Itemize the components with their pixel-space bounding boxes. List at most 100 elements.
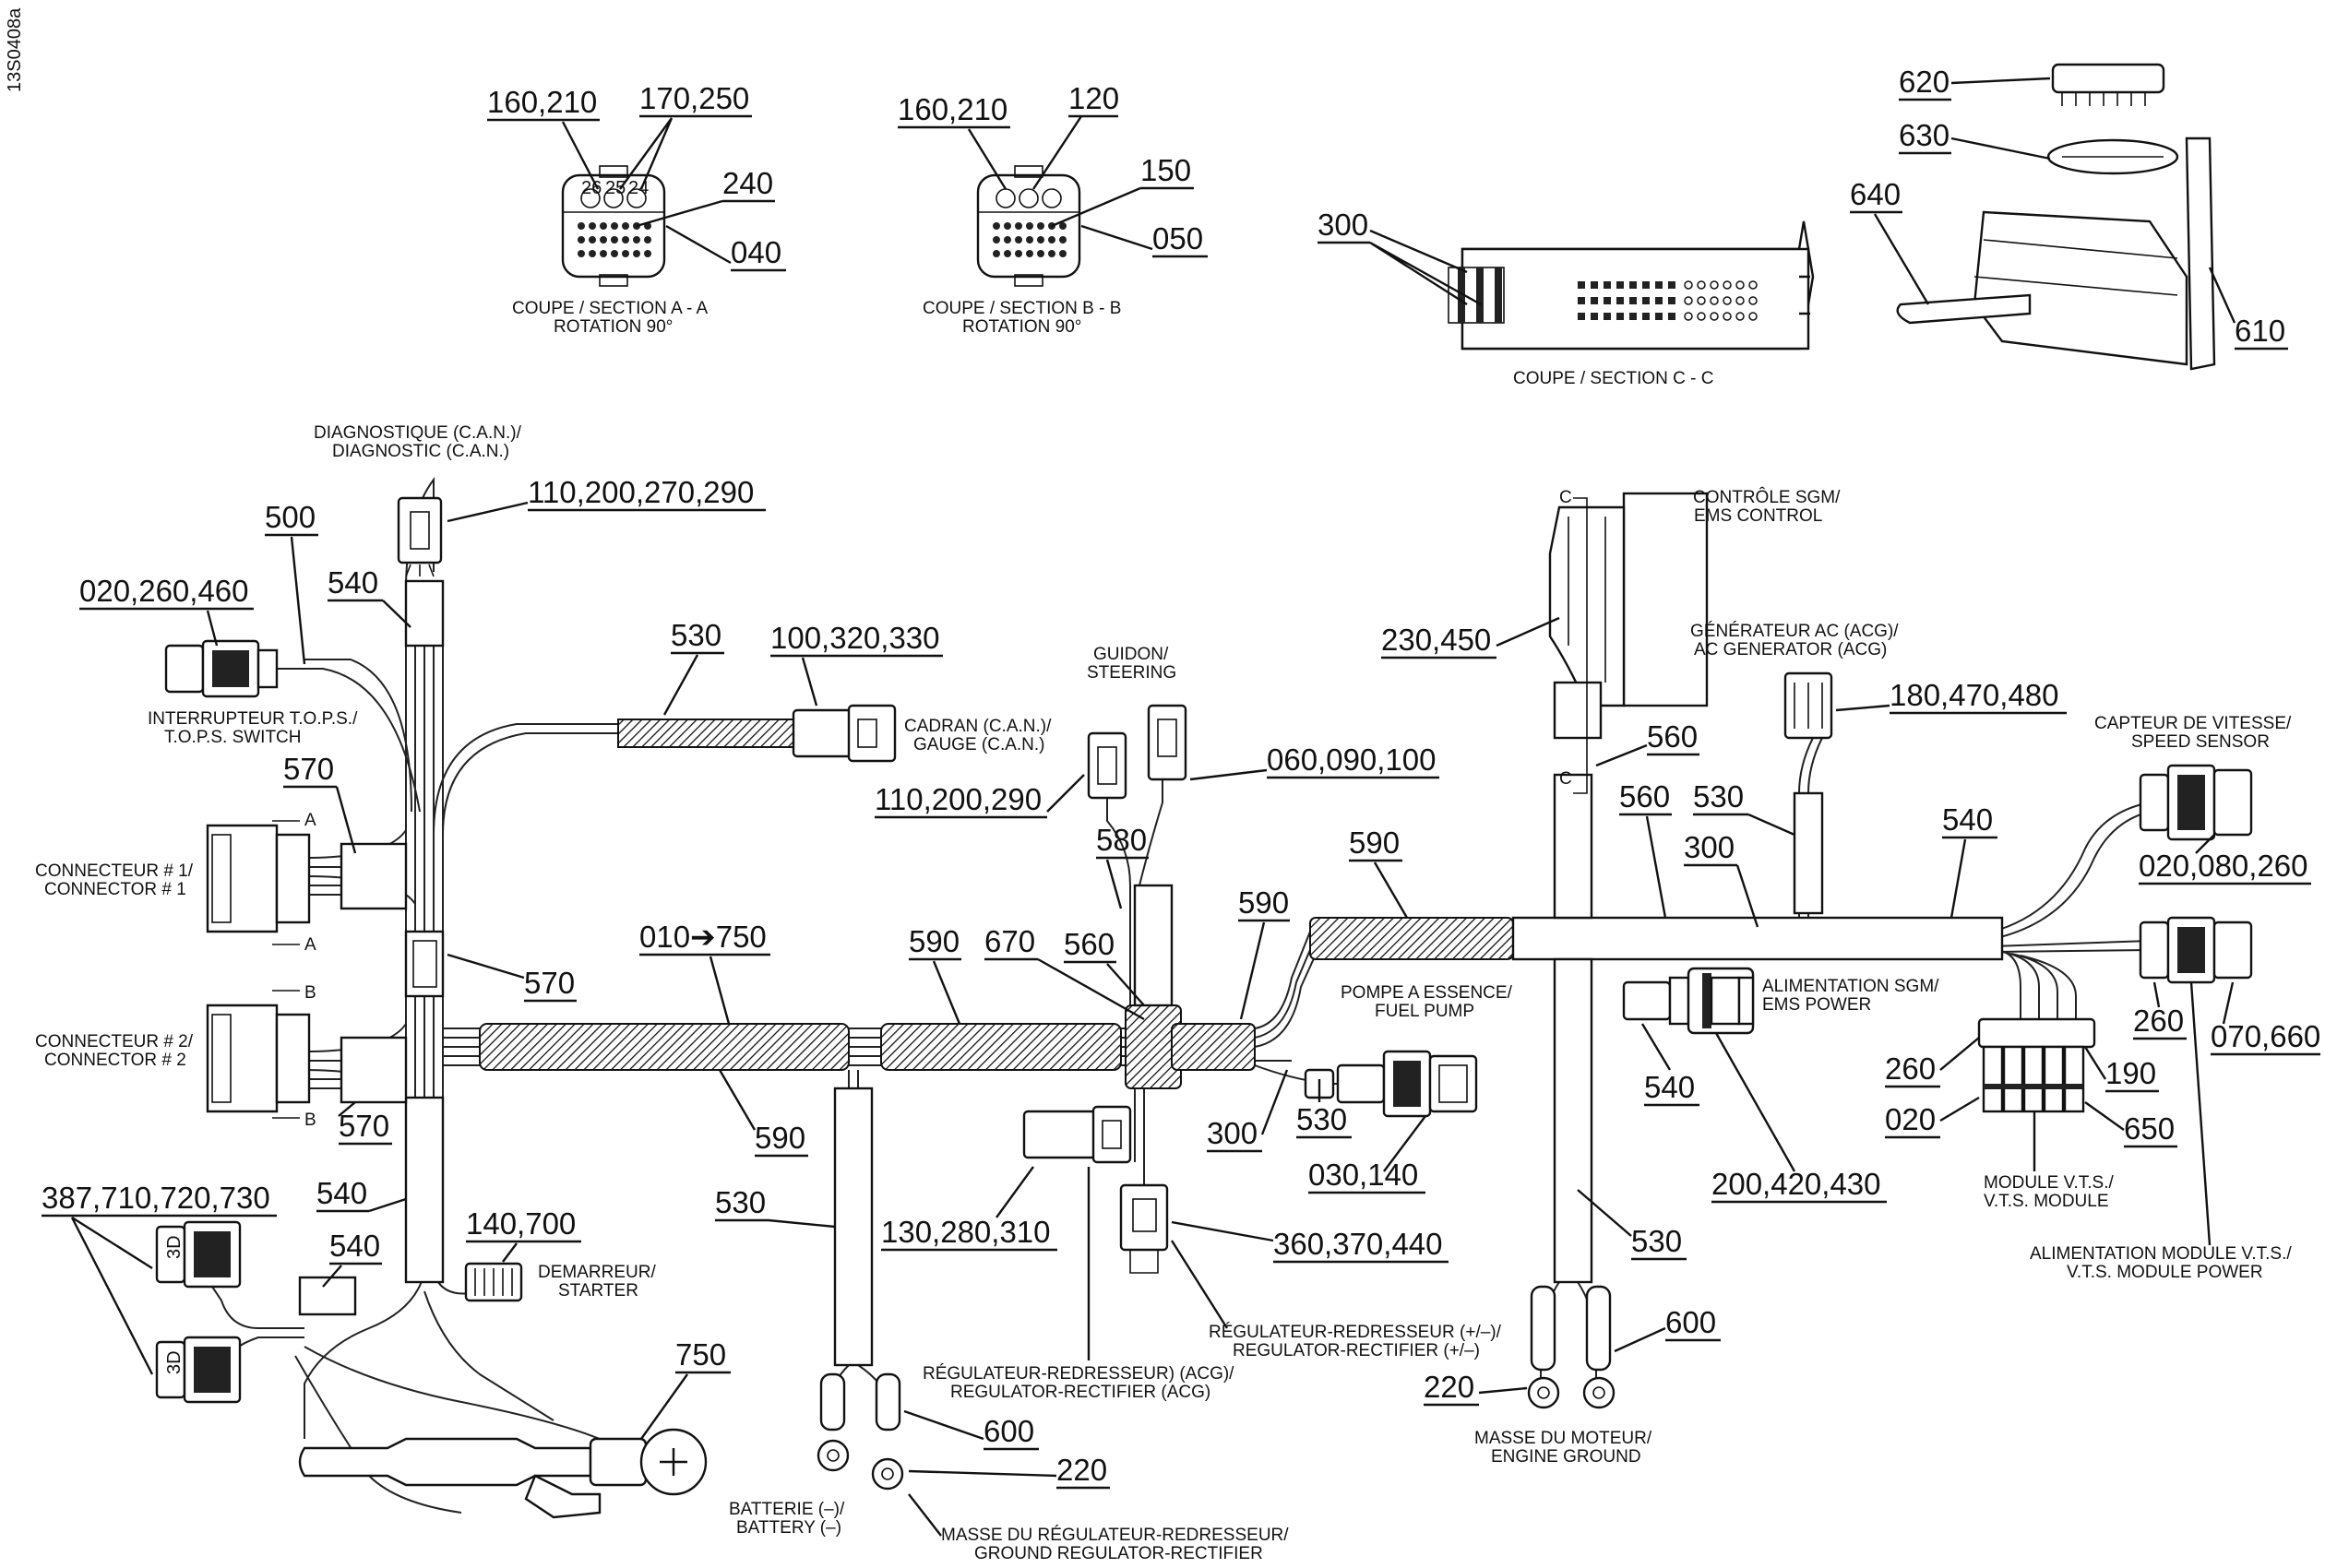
fuel-pump-label: POMPE A ESSENCE/ [1341, 983, 1513, 1003]
connector-letter-c: C [1559, 488, 1572, 507]
connector-letter-b: B [304, 983, 316, 1003]
callout-100-320-330: 100,320,330 [770, 621, 940, 655]
ecm-connector-parts [1896, 63, 2216, 371]
harness-sleeve [340, 842, 408, 910]
callout-540-c: 540 [329, 1229, 380, 1263]
callout-110-200-270-290: 110,200,270,290 [528, 475, 754, 509]
section-b-detail [976, 165, 1081, 287]
steering-label: GUIDON/ [1093, 645, 1169, 664]
ac-generator-connector [1783, 671, 1833, 740]
callout-300-a: 300 [1318, 208, 1368, 242]
callout-180-470-480: 180,470,480 [1890, 678, 2059, 712]
section-a-title: COUPE / SECTION A - A [512, 299, 709, 318]
callout-120: 120 [1068, 81, 1119, 115]
starter-cable [298, 1428, 708, 1519]
gauge-label: GAUGE (C.A.N.) [913, 735, 1045, 754]
plug-mark: 3D [164, 1350, 185, 1374]
callout-010-750: 010➔750 [639, 920, 767, 954]
ems-control-label: CONTRÔLE SGM/ [1693, 487, 1841, 507]
connector-2 [206, 1004, 311, 1113]
callout-020-260-460: 020,260,460 [79, 574, 249, 608]
connector-2-label: CONNECTEUR # 2/ [35, 1032, 194, 1051]
harness-sleeve [1133, 884, 1174, 1007]
gauge-connector [792, 704, 897, 763]
section-c-title: COUPE / SECTION C - C [1513, 369, 1713, 388]
regulator-acg-label: RÉGULATEUR-REDRESSEUR) (ACG)/ [923, 1364, 1234, 1384]
harness-sleeve [1511, 916, 2004, 961]
section-b-title: COUPE / SECTION B - B [923, 299, 1121, 318]
vts-power-label: V.T.S. MODULE POWER [2067, 1263, 2263, 1282]
harness-sleeve [340, 1036, 408, 1104]
fuel-pump-connector [1304, 1050, 1478, 1118]
callout-260-b: 260 [1885, 1051, 1936, 1086]
plug-mark: 3D [164, 1235, 185, 1259]
harness-sleeve [833, 1087, 874, 1367]
callout-300-b: 300 [1207, 1116, 1258, 1150]
regulator-pm-label: REGULATOR-RECTIFIER (+/–) [1233, 1341, 1480, 1360]
relay-plugs: 3D 3D [155, 1220, 242, 1404]
steering-label: STEERING [1087, 663, 1176, 683]
callout-600-a: 600 [984, 1414, 1034, 1448]
callout-160-210-b: 160,210 [898, 92, 1008, 126]
tops-switch-label: INTERRUPTEUR T.O.P.S./ [148, 709, 358, 729]
callout-230-450: 230,450 [1381, 623, 1491, 657]
regulator-acg-label: REGULATOR-RECTIFIER (ACG) [950, 1383, 1210, 1402]
speed-sensor-label: CAPTEUR DE VITESSE/ [2094, 714, 2292, 733]
ems-control-label: EMS CONTROL [1694, 506, 1822, 526]
harness-sleeve [404, 1096, 445, 1284]
callout-530-c: 530 [1296, 1102, 1347, 1136]
regulator-pm-label: RÉGULATEUR-REDRESSEUR (+/–)/ [1209, 1323, 1502, 1342]
battery-terminals [817, 1372, 904, 1491]
callout-020-080-260: 020,080,260 [2139, 849, 2308, 883]
callout-540-b: 540 [316, 1176, 367, 1210]
connector-2-label: CONNECTOR # 2 [44, 1051, 186, 1070]
callout-590-d: 590 [1349, 826, 1400, 860]
callout-220-a: 220 [1056, 1453, 1107, 1487]
callout-570-a: 570 [283, 752, 334, 786]
callout-300-c: 300 [1684, 830, 1735, 864]
harness-sleeve [1553, 773, 1593, 920]
harness-sleeve [1553, 957, 1593, 1284]
connector-1-label: CONNECTEUR # 1/ [35, 861, 194, 881]
harness-sleeve [1171, 1023, 1256, 1071]
callout-570-b: 570 [524, 966, 575, 1000]
callout-260-a: 260 [2133, 1004, 2184, 1038]
diagnostic-label: DIAGNOSTIQUE (C.A.N.)/ [314, 423, 522, 443]
pin-label: 26 [581, 178, 602, 198]
vts-module-label: V.T.S. MODULE [1984, 1192, 2109, 1211]
callout-590-c: 590 [1238, 885, 1289, 920]
harness-sleeve [479, 1023, 850, 1071]
engine-ground-label: ENGINE GROUND [1491, 1447, 1641, 1467]
tops-switch-connector [164, 639, 279, 698]
connector-1 [206, 824, 311, 933]
vts-module [1977, 1017, 2096, 1113]
callout-040: 040 [731, 235, 781, 269]
callout-170-250: 170,250 [639, 81, 749, 115]
section-c-detail [1448, 220, 1815, 350]
connector-letter-a: A [304, 935, 316, 955]
callout-560-c: 560 [1619, 779, 1670, 814]
callout-580: 580 [1096, 823, 1147, 857]
callout-130-280-310: 130,280,310 [881, 1215, 1051, 1249]
callout-190: 190 [2105, 1056, 2156, 1090]
section-a-detail: 26 25 24 [561, 165, 666, 287]
callout-020: 020 [1885, 1102, 1936, 1136]
callout-060-090-100: 060,090,100 [1267, 742, 1437, 777]
connector-letter-c: C [1559, 769, 1572, 789]
callout-560-a: 560 [1064, 927, 1115, 961]
speed-sensor-connector [2139, 764, 2253, 841]
callout-590-b: 590 [909, 924, 960, 958]
callout-530-b: 530 [715, 1185, 766, 1219]
engine-ground-terminals [1527, 1285, 1616, 1409]
section-a-rotation: ROTATION 90° [554, 317, 673, 337]
callout-590-a: 590 [755, 1121, 805, 1155]
callout-240: 240 [722, 166, 773, 200]
callout-030-140: 030,140 [1308, 1158, 1418, 1192]
callout-160-210-a: 160,210 [487, 85, 597, 119]
regulator-acg-connector [1022, 1105, 1132, 1164]
callout-750: 750 [675, 1337, 726, 1372]
callout-540-e: 540 [1942, 802, 1993, 837]
ems-power-connector [1622, 967, 1755, 1035]
ac-generator-label: AC GENERATOR (ACG) [1694, 640, 1887, 659]
